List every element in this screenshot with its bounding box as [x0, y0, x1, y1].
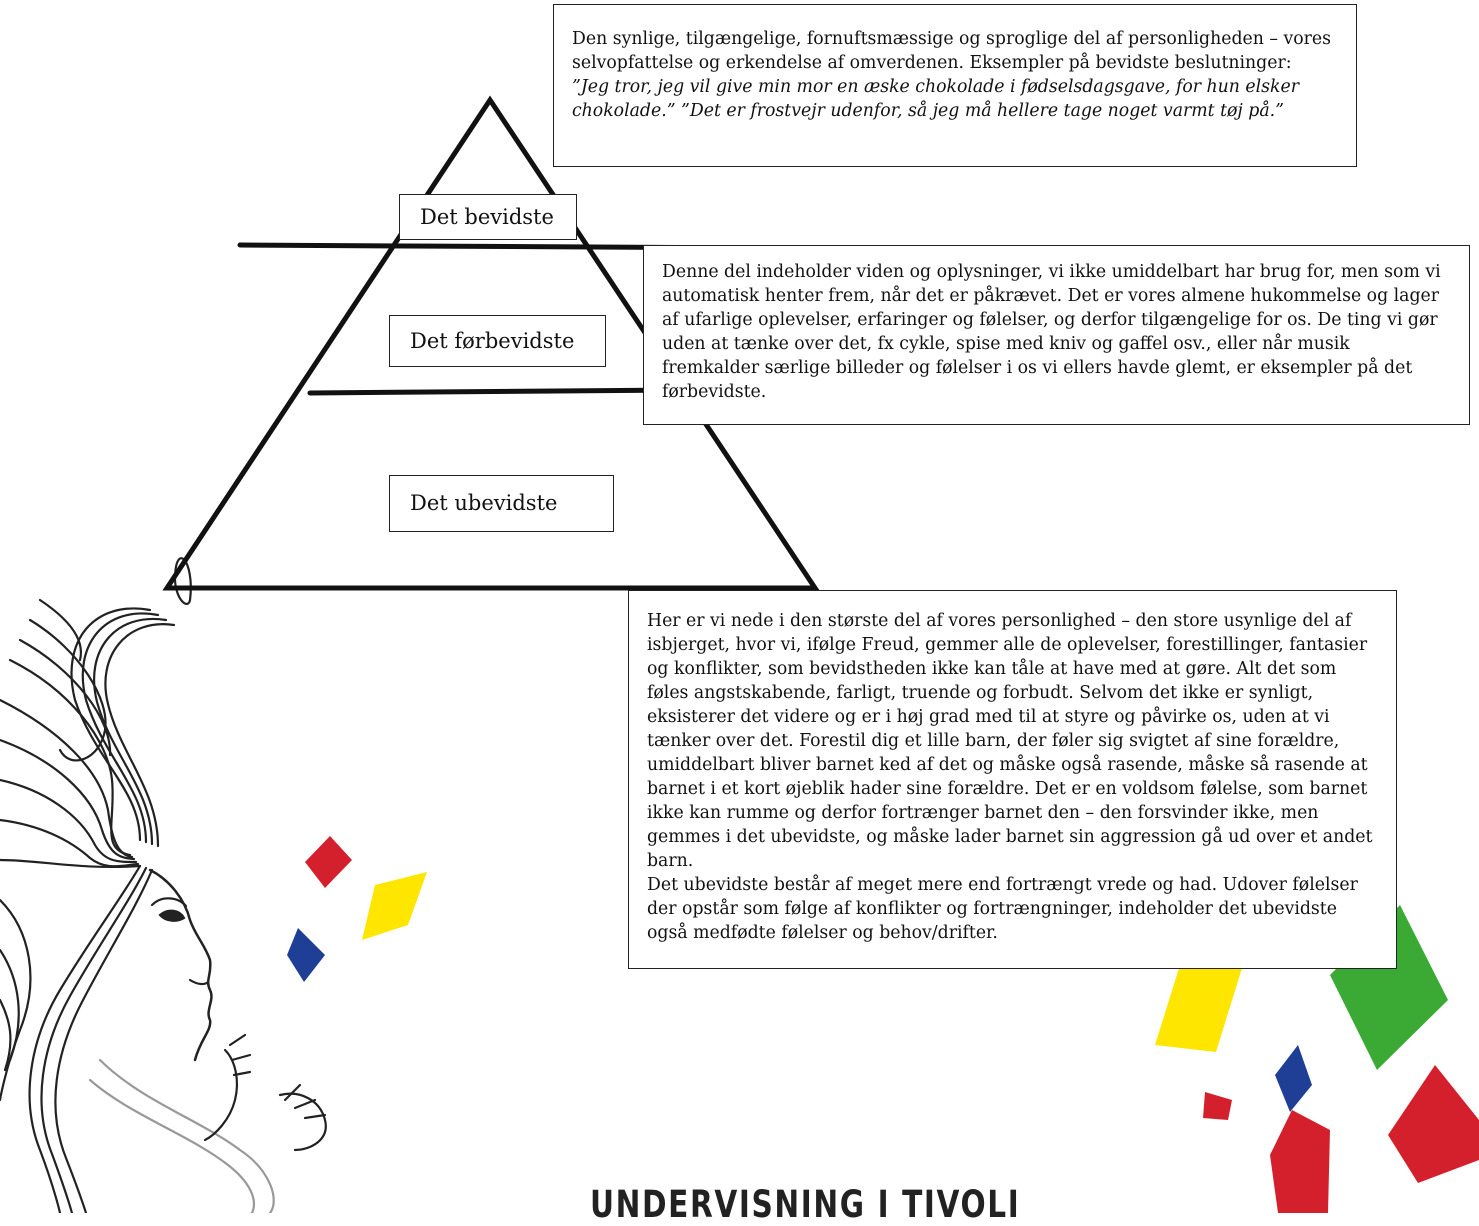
red-diamond [305, 836, 352, 888]
red-diamond [1270, 1110, 1330, 1213]
footer-brand-text: UNDERVISNING I TIVOLI [590, 1183, 1021, 1226]
blue-diamond [1275, 1045, 1312, 1112]
red-diamond [1203, 1092, 1232, 1120]
description-conscious: Den synlige, tilgængelige, fornuftsmæssi… [553, 4, 1357, 167]
yellow-diamond [362, 872, 427, 940]
yellow-diamond [1155, 965, 1242, 1052]
red-diamond [1388, 1065, 1479, 1183]
description-unconscious: Her er vi nede i den største del af vore… [628, 590, 1397, 969]
level-label-preconscious: Det førbevidste [389, 315, 606, 367]
description-unconscious-paragraph-2: Det ubevidste består af meget mere end f… [647, 875, 1358, 943]
description-unconscious-paragraph-1: Her er vi nede i den største del af vore… [647, 611, 1373, 871]
description-preconscious-text: Denne del indeholder viden og oplysninge… [662, 262, 1441, 402]
blue-diamond [287, 928, 325, 982]
level-label-unconscious: Det ubevidste [389, 475, 614, 532]
description-conscious-text: Den synlige, tilgængelige, fornuftsmæssi… [572, 29, 1332, 73]
divider-preconscious-unconscious [307, 387, 678, 396]
woman-illustration [0, 557, 327, 1213]
description-conscious-example: ”Jeg tror, jeg vil give min mor en æske … [572, 77, 1299, 121]
description-preconscious: Denne del indeholder viden og oplysninge… [643, 245, 1470, 425]
level-label-conscious: Det bevidste [399, 194, 577, 240]
